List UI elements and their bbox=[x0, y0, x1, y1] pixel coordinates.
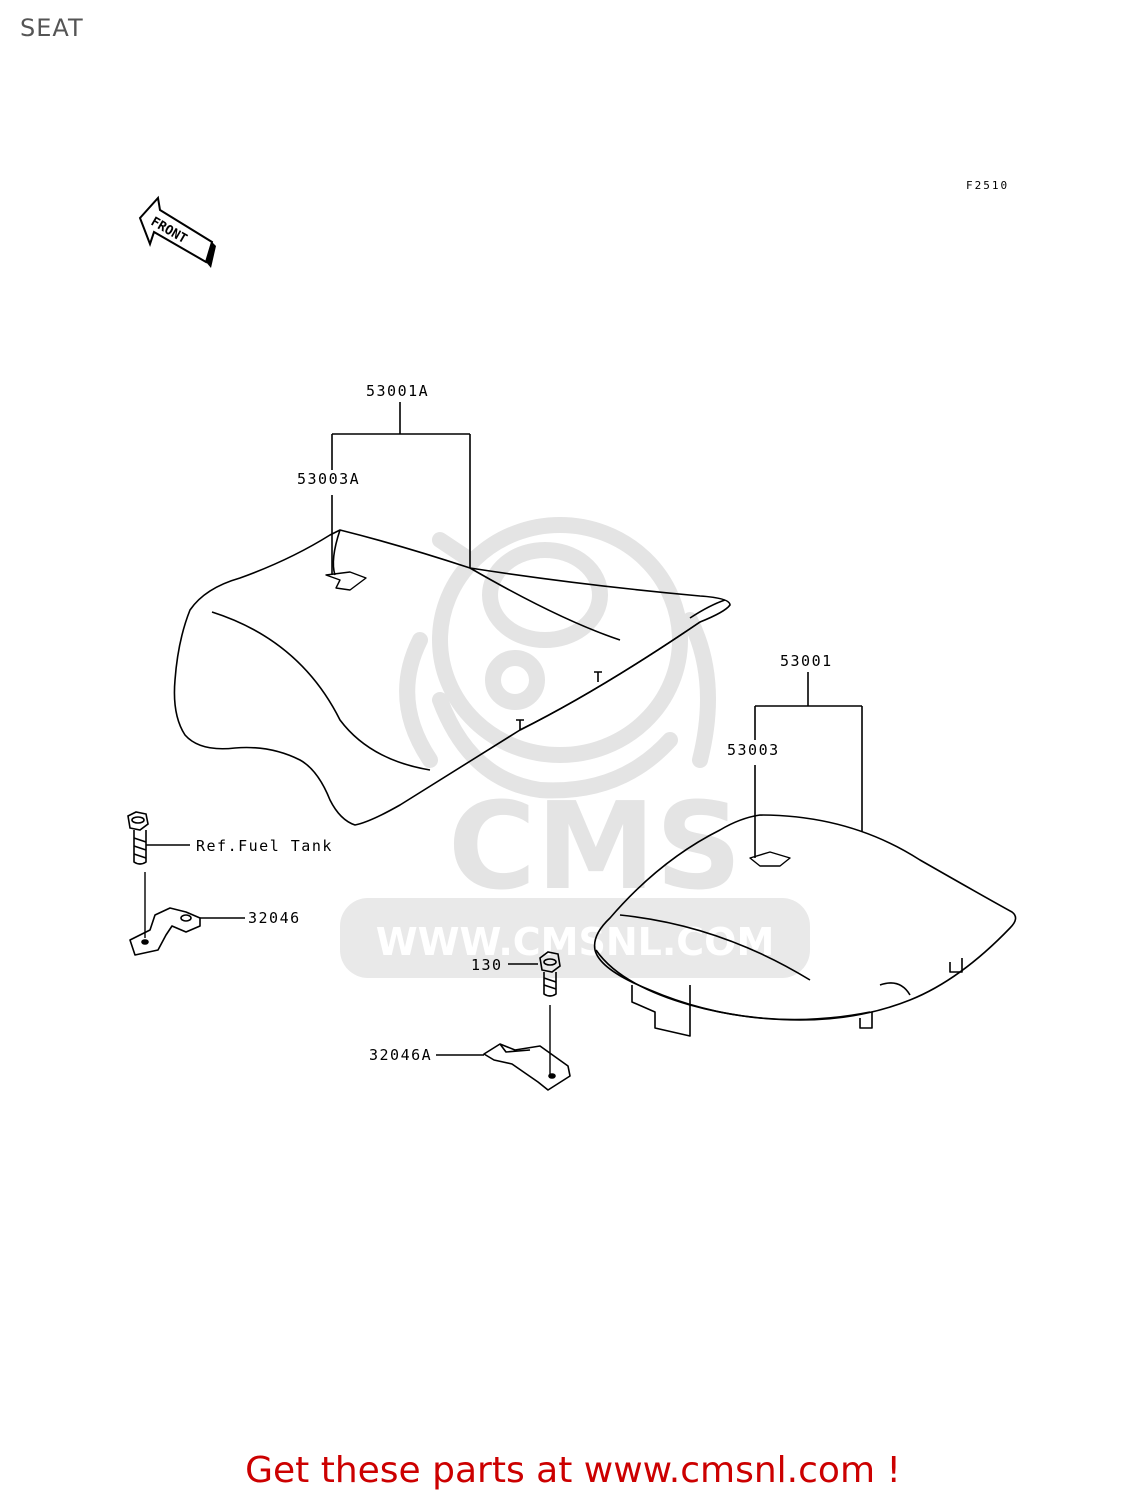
rear-seat-drawing bbox=[593, 814, 1017, 1037]
watermark-url-band bbox=[340, 898, 810, 978]
label-53003A: 53003A bbox=[297, 470, 360, 488]
label-ref-fuel-tank: Ref.Fuel Tank bbox=[196, 837, 333, 855]
front-arrow-icon: FRONT bbox=[138, 195, 216, 268]
label-32046A: 32046A bbox=[369, 1046, 432, 1064]
label-32046: 32046 bbox=[248, 909, 301, 927]
rear-bracket-drawing bbox=[436, 1043, 571, 1091]
front-seat-drawing bbox=[173, 529, 731, 826]
front-bolt-drawing bbox=[127, 811, 190, 865]
leader-53001 bbox=[754, 672, 863, 858]
rear-bolt-drawing bbox=[508, 951, 561, 997]
watermark-brand: CMS bbox=[448, 778, 742, 917]
label-53001: 53001 bbox=[780, 652, 833, 670]
watermark-url: WWW.CMSNL.COM bbox=[376, 920, 775, 964]
front-bracket-drawing bbox=[129, 907, 245, 956]
label-53003: 53003 bbox=[727, 741, 780, 759]
leader-53001A bbox=[331, 402, 471, 575]
get-parts-link[interactable]: Get these parts at www.cmsnl.com ! bbox=[245, 1450, 901, 1491]
watermark-logo bbox=[399, 517, 716, 799]
figure-code: F2510 bbox=[966, 179, 1009, 192]
label-53001A: 53001A bbox=[366, 382, 429, 400]
page-title: SEAT bbox=[20, 14, 84, 42]
label-130: 130 bbox=[471, 956, 503, 974]
